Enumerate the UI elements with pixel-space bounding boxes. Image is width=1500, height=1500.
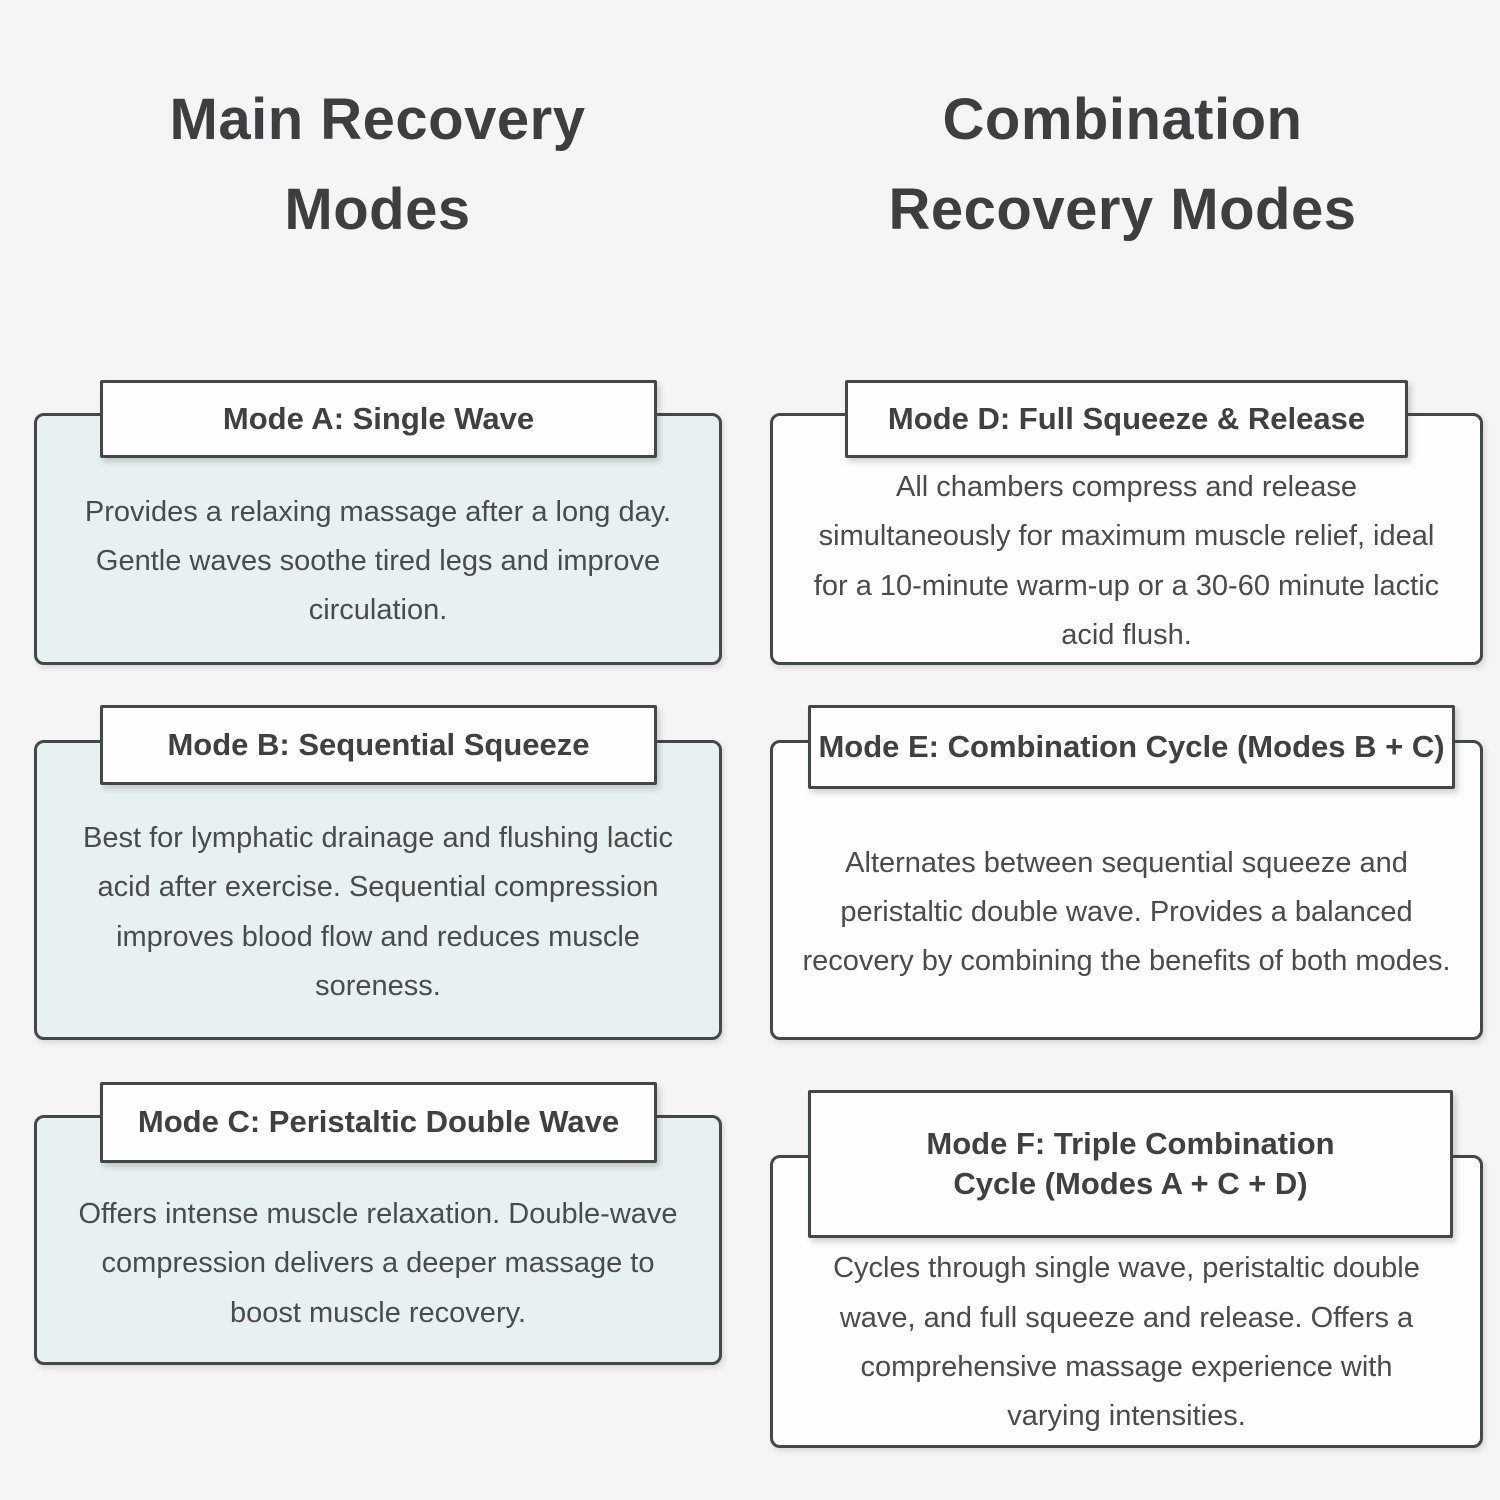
mode-a-header: Mode A: Single Wave [100, 380, 657, 458]
mode-b-description: Best for lymphatic drainage and flushing… [83, 821, 673, 1002]
mode-a-header-label: Mode A: Single Wave [222, 400, 535, 436]
mode-e-header: Mode E: Combination Cycle (Modes B + C) [808, 705, 1455, 789]
mode-e-body: Alternates between sequential squeeze an… [770, 740, 1483, 1040]
mode-b-header: Mode B: Sequential Squeeze [100, 705, 657, 785]
main-title-line2: Modes [284, 176, 471, 242]
combination-title-line2: Recovery Modes [888, 176, 1357, 242]
mode-a-description: Provides a relaxing massage after a long… [84, 495, 672, 627]
mode-c-header-label: Mode C: Peristaltic Double Wave [137, 1104, 620, 1140]
mode-f-description: Cycles through single wave, peristaltic … [833, 1252, 1420, 1433]
mode-f-header: Mode F: Triple Combination Cycle (Modes … [808, 1090, 1453, 1238]
combination-title-line1: Combination [942, 87, 1303, 152]
mode-b-header-label: Mode B: Sequential Squeeze [167, 726, 590, 762]
mode-e-description: Alternates between sequential squeeze an… [802, 846, 1451, 978]
mode-f-header-line2: Cycle (Modes A + C + D) [953, 1166, 1308, 1201]
main-recovery-modes-title: Main Recovery Modes [0, 75, 755, 255]
mode-d-description: All chambers compress and release simult… [813, 470, 1440, 651]
main-title-line1: Main Recovery [169, 87, 586, 152]
mode-f-header-line1: Mode F: Triple Combination [926, 1125, 1335, 1161]
mode-e-header-label: Mode E: Combination Cycle (Modes B + C) [818, 728, 1445, 764]
mode-c-header: Mode C: Peristaltic Double Wave [100, 1082, 657, 1163]
mode-d-header-label: Mode D: Full Squeeze & Release [887, 400, 1366, 436]
mode-b-body: Best for lymphatic drainage and flushing… [34, 740, 722, 1040]
combination-recovery-modes-title: Combination Recovery Modes [745, 75, 1500, 255]
mode-d-header: Mode D: Full Squeeze & Release [845, 380, 1408, 458]
mode-f-header-label: Mode F: Triple Combination Cycle (Modes … [926, 1124, 1334, 1205]
mode-c-description: Offers intense muscle relaxation. Double… [78, 1198, 678, 1329]
